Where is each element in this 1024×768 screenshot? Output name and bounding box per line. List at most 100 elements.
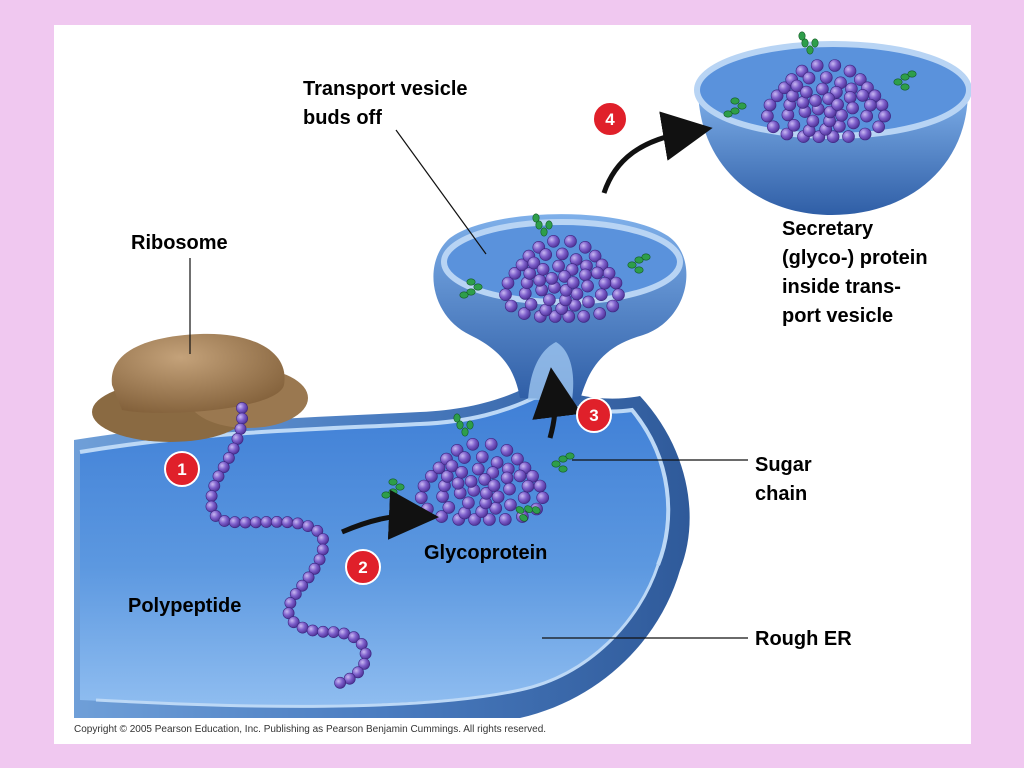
amino-acid-bead: [414, 491, 428, 505]
amino-acid-bead: [853, 73, 867, 86]
amino-acid-bead: [878, 109, 891, 123]
amino-acid-bead: [302, 571, 315, 584]
amino-acid-bead: [524, 298, 538, 311]
amino-acid-bead: [296, 621, 309, 634]
amino-acid-bead: [227, 442, 240, 455]
label-glycoprotein: Glycoprotein: [424, 542, 548, 564]
amino-acid-bead: [579, 268, 592, 282]
sugar-chain-glyph: [798, 31, 819, 55]
amino-acid-bead: [508, 266, 522, 280]
amino-acid-bead: [483, 513, 496, 526]
amino-acid-bead: [558, 270, 571, 283]
amino-acid-bead: [432, 461, 446, 475]
amino-acid-bead: [311, 525, 324, 537]
svg-text:1: 1: [177, 460, 186, 479]
ribosome: [92, 333, 308, 442]
amino-acid-bead: [810, 59, 824, 72]
amino-acid-bead: [501, 276, 515, 290]
amino-acid-bead: [761, 109, 774, 123]
amino-acid-bead: [209, 510, 222, 522]
amino-acid-bead: [334, 676, 346, 689]
amino-acid-bead: [500, 471, 514, 485]
amino-acid-bead: [462, 496, 475, 510]
amino-acid-bead: [612, 288, 625, 302]
amino-acid-bead: [536, 491, 550, 505]
copyright-text: Copyright © 2005 Pearson Education, Inc.…: [74, 724, 547, 735]
amino-acid-bead: [521, 479, 535, 493]
amino-acid-bead: [809, 94, 822, 107]
amino-acid-bead: [872, 120, 886, 134]
step-badge-1: 1: [164, 451, 200, 487]
amino-acid-bead: [475, 450, 489, 464]
amino-acid-bead: [359, 647, 372, 660]
amino-acid-bead: [358, 658, 370, 670]
amino-acid-bead: [581, 279, 594, 293]
amino-acid-bead: [306, 624, 319, 637]
amino-acid-bead: [327, 626, 340, 638]
amino-acid-bead: [425, 469, 438, 483]
process-arrows: [341, 111, 713, 540]
amino-acid-bead: [296, 579, 309, 592]
amino-acid-bead: [234, 422, 247, 435]
amino-acid-bead: [417, 479, 431, 493]
amino-acid-bead: [835, 109, 848, 122]
amino-acid-bead: [308, 562, 321, 575]
amino-acid-bead: [536, 262, 550, 276]
amino-acid-bead: [487, 479, 501, 492]
amino-acid-bead: [547, 235, 560, 248]
amino-acid-bead: [860, 109, 874, 123]
sugar-chain-glyph: [459, 278, 483, 299]
amino-acid-bead: [486, 466, 500, 479]
amino-acid-bead: [588, 249, 602, 263]
amino-acid-bead: [291, 517, 304, 530]
amino-acid-bead: [513, 469, 527, 483]
amino-acid-bead: [270, 516, 283, 528]
amino-acid-bead: [822, 92, 835, 105]
svg-text:2: 2: [358, 558, 367, 577]
sugar-chain-glyph: [893, 70, 917, 91]
svg-text:4: 4: [605, 110, 615, 129]
amino-acid-bead: [281, 516, 294, 529]
amino-acid-bead: [445, 459, 459, 473]
amino-acid-bead: [480, 486, 493, 500]
amino-acid-bead: [503, 482, 516, 496]
amino-acid-bead: [455, 465, 469, 479]
amino-acid-bead: [591, 266, 604, 280]
amino-acid-bead: [500, 443, 514, 457]
amino-acid-bead: [577, 310, 591, 323]
amino-acid-bead: [236, 402, 248, 414]
amino-acid-bead: [539, 248, 553, 261]
amino-acid-bead: [442, 501, 456, 514]
amino-acid-bead: [484, 437, 498, 451]
sugar-chain-glyph: [723, 97, 747, 118]
amino-acid-bead: [806, 114, 820, 128]
amino-acid-bead: [843, 91, 857, 104]
figure-panel: 1 2 3 4: [54, 25, 971, 744]
amino-acid-bead: [468, 513, 481, 526]
amino-acid-bead: [284, 597, 297, 609]
amino-acid-bead: [598, 276, 612, 290]
amino-acid-bead: [555, 247, 569, 261]
amino-acid-bead: [843, 64, 857, 78]
amino-acid-bead: [856, 89, 870, 102]
amino-acid-bead: [313, 553, 326, 566]
amino-acid-bead: [440, 470, 454, 483]
amino-acid-bead: [763, 98, 777, 112]
sugar-chains: [381, 31, 917, 522]
amino-acid-bead: [858, 127, 872, 141]
step-badge-3: 3: [576, 397, 612, 433]
amino-acid-bead: [466, 437, 480, 451]
amino-acid-bead: [518, 287, 532, 300]
sugar-chain-glyph: [453, 413, 474, 437]
amino-acid-bead: [504, 498, 517, 512]
polypeptide-chain: [205, 402, 372, 689]
amino-acid-bead: [545, 272, 559, 285]
amino-acid-bead: [790, 79, 804, 93]
amino-acid-bead: [864, 98, 877, 112]
amino-acid-bead: [228, 516, 241, 529]
label-secretary-protein: Secretary (glyco-) protein inside trans-…: [782, 218, 928, 327]
amino-acid-bead: [236, 412, 248, 425]
label-polypeptide: Polypeptide: [128, 595, 242, 617]
step-badge-4: 4: [592, 101, 628, 137]
amino-acid-bead: [802, 71, 816, 85]
